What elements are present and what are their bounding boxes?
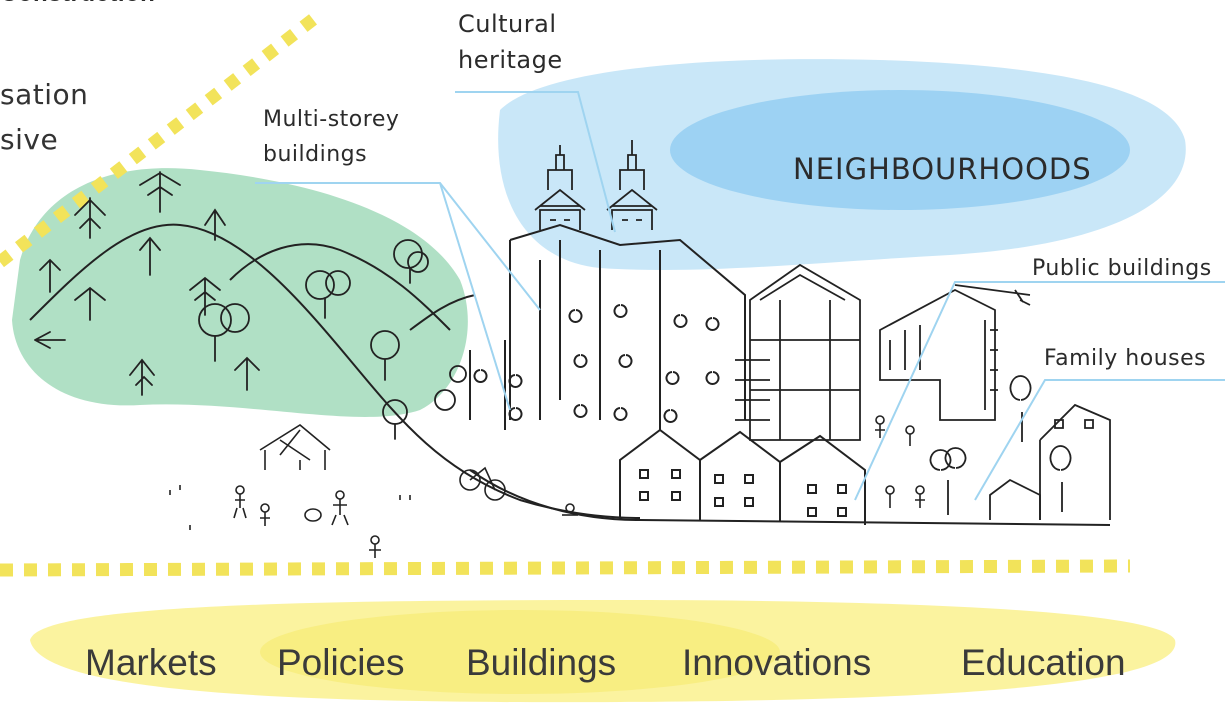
row-houses: [619, 428, 866, 525]
yellow-dotted-diagonal: [0, 8, 324, 268]
bar-item-buildings: Buildings: [466, 642, 617, 683]
family-houses: [929, 375, 1111, 520]
label-family-houses: Family houses: [1044, 346, 1207, 371]
multi-storey-buildings: [469, 223, 746, 430]
trees: [34, 171, 467, 440]
people-figures: [169, 415, 925, 558]
label-cultural-heritage-line-1: Cultural: [458, 10, 557, 38]
yellow-dotted-horizontal: [0, 559, 1131, 577]
heading-fragment: Construction: [0, 0, 155, 8]
label-public-buildings: Public buildings: [1032, 256, 1212, 281]
left-fragment-1: sation: [0, 78, 89, 111]
label-multi-storey-line-2: buildings: [263, 142, 368, 167]
bar-item-innovations: Innovations: [682, 642, 872, 683]
label-multi-storey-line-1: Multi-storey: [263, 107, 400, 132]
blue-neighbourhood-core: [670, 90, 1130, 210]
green-hills-area: [12, 168, 468, 417]
bar-item-education: Education: [961, 642, 1126, 683]
label-cultural-heritage-line-2: heritage: [458, 46, 563, 74]
label-neighbourhoods: NEIGHBOURHOODS: [793, 152, 1092, 186]
leader-lines: [255, 91, 1225, 501]
left-fragment-2: sive: [0, 123, 59, 156]
public-building: [879, 284, 1031, 421]
tower-building: [735, 263, 861, 441]
hill-lines: [29, 223, 1111, 526]
church-towers: [534, 140, 658, 230]
bar-item-policies: Policies: [277, 642, 405, 683]
yellow-bar-highlight: [260, 610, 780, 694]
bar-item-markets: Markets: [85, 642, 217, 683]
